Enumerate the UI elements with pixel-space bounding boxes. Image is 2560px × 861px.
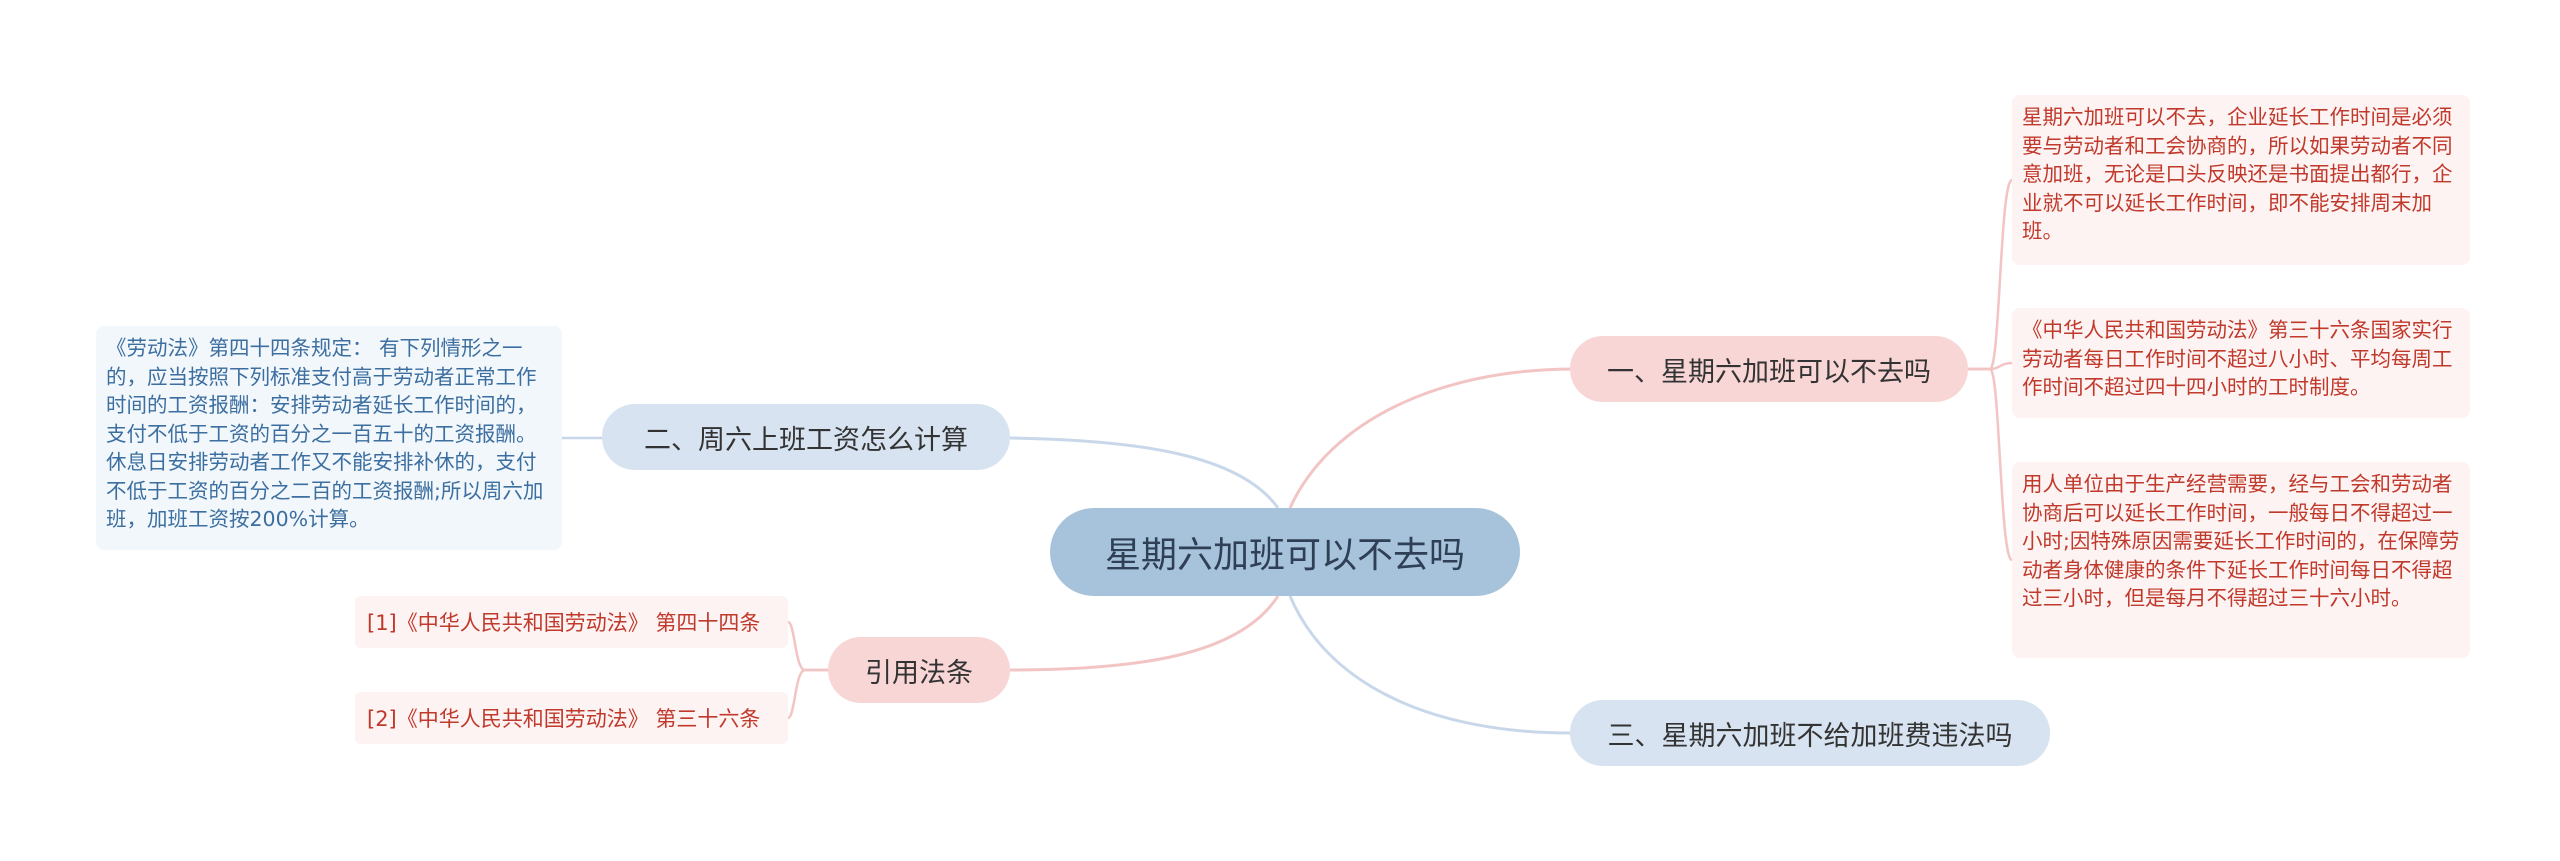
reference-node-1[interactable]: [1]《中华人民共和国劳动法》 第四十四条 [355,596,788,648]
reference-1-text: [1]《中华人民共和国劳动法》 第四十四条 [367,611,761,635]
detail-b1-3-text: 用人单位由于生产经营需要，经与工会和劳动者协商后可以延长工作时间，一般每日不得超… [2022,472,2460,610]
detail-node-b1-2[interactable]: 《中华人民共和国劳动法》第三十六条国家实行劳动者每日工作时间不超过八小时、平均每… [2012,308,2470,418]
link-b4-r2 [786,668,828,720]
branch-node-2[interactable]: 二、周六上班工资怎么计算 [602,404,1010,470]
link-root-b3 [1288,595,1571,735]
branch-node-1[interactable]: 一、星期六加班可以不去吗 [1570,336,1968,402]
link-b4-r1 [786,620,828,672]
detail-b2-text: 《劳动法》第四十四条规定： 有下列情形之一的，应当按照下列标准支付高于劳动者正常… [106,336,544,531]
branch-3-label: 三、星期六加班不给加班费违法吗 [1607,720,2013,752]
detail-node-b1-3[interactable]: 用人单位由于生产经营需要，经与工会和劳动者协商后可以延长工作时间，一般每日不得超… [2012,462,2470,658]
detail-b1-2-text: 《中华人民共和国劳动法》第三十六条国家实行劳动者每日工作时间不超过八小时、平均每… [2022,318,2453,399]
link-b1-d1 [1968,178,2014,371]
link-root-b1 [1288,367,1571,509]
reference-node-2[interactable]: [2]《中华人民共和国劳动法》 第三十六条 [355,692,788,744]
root-topic[interactable]: 星期六加班可以不去吗 [1050,508,1520,596]
root-topic-label: 星期六加班可以不去吗 [1104,535,1465,576]
detail-node-b1-1[interactable]: 星期六加班可以不去，企业延长工作时间是必须要与劳动者和工会协商的，所以如果劳动者… [2012,95,2470,265]
branch-4-label: 引用法条 [865,657,973,689]
reference-2-text: [2]《中华人民共和国劳动法》 第三十六条 [367,707,761,731]
link-b1-d3 [1968,367,2014,562]
branch-node-3[interactable]: 三、星期六加班不给加班费违法吗 [1570,700,2050,766]
branch-1-label: 一、星期六加班可以不去吗 [1607,356,1931,388]
branch-2-label: 二、周六上班工资怎么计算 [644,424,968,456]
branch-node-4[interactable]: 引用法条 [828,637,1010,703]
link-root-b4 [1009,595,1280,672]
link-root-b2 [1009,436,1280,509]
detail-node-b2[interactable]: 《劳动法》第四十四条规定： 有下列情形之一的，应当按照下列标准支付高于劳动者正常… [96,326,562,550]
detail-b1-1-text: 星期六加班可以不去，企业延长工作时间是必须要与劳动者和工会协商的，所以如果劳动者… [2022,105,2453,243]
